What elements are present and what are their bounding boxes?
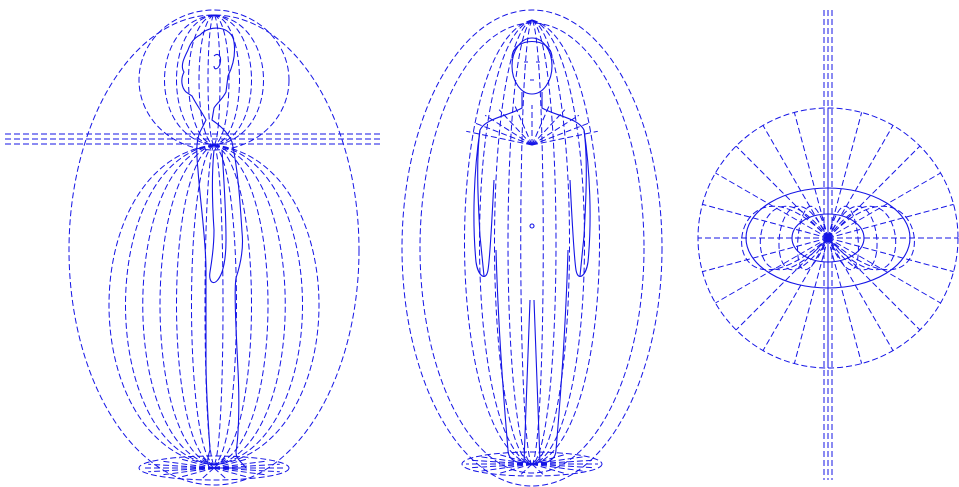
- ground-ray: [214, 468, 268, 475]
- radial-ray: [828, 112, 862, 238]
- field-line: [214, 145, 252, 465]
- face-features: [524, 62, 540, 80]
- navel: [530, 224, 534, 228]
- outer-field-outline: [420, 23, 644, 473]
- radial-ray: [828, 238, 954, 272]
- outer-field-outline: [69, 15, 359, 485]
- radial-ray: [794, 238, 828, 364]
- field-line: [192, 145, 215, 465]
- radial-ray: [702, 238, 828, 272]
- field-line: [508, 20, 532, 465]
- front-view-figure: [402, 10, 662, 486]
- field-line: [165, 15, 215, 145]
- radial-ray: [736, 146, 828, 238]
- legs-outline: [496, 250, 568, 463]
- radial-ray: [828, 173, 941, 238]
- field-line: [532, 20, 556, 465]
- radial-ray: [828, 238, 941, 303]
- side-view-figure: [5, 10, 382, 485]
- field-line: [214, 145, 223, 465]
- field-line: [214, 15, 264, 145]
- radial-ray: [763, 238, 828, 351]
- field-line: [143, 145, 214, 465]
- ground-ray: [160, 468, 214, 475]
- radial-ray: [715, 173, 828, 238]
- radial-ray: [715, 238, 828, 303]
- field-line: [214, 145, 237, 465]
- body-outline: [182, 28, 246, 468]
- field-line: [208, 15, 214, 145]
- radial-ray: [828, 238, 893, 351]
- field-line: [214, 145, 319, 465]
- field-line: [214, 15, 229, 145]
- field-line: [199, 15, 214, 145]
- arm-outline: [210, 150, 226, 283]
- radial-ray: [828, 238, 862, 364]
- field-line: [109, 145, 214, 465]
- radial-ray: [828, 146, 920, 238]
- top-view-field: [698, 10, 958, 480]
- outer-field-outline: [402, 10, 662, 486]
- hair-outline: [512, 42, 552, 59]
- radial-ray: [794, 112, 828, 238]
